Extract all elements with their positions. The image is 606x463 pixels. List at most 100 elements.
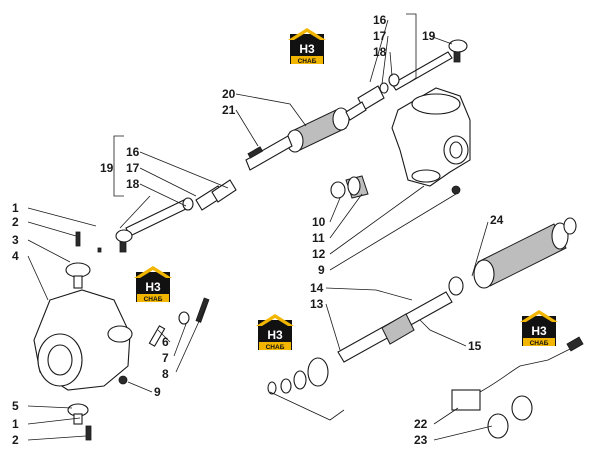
callout-11: 11 <box>312 231 325 245</box>
washer-lower <box>182 197 194 211</box>
callout-22: 22 <box>414 417 428 431</box>
leader-9-right <box>329 193 457 271</box>
logo-mark: H3 <box>145 280 161 294</box>
brand-logo-right: H3 CHAБ <box>520 310 558 347</box>
leader-11 <box>329 193 363 239</box>
washer-7 <box>178 311 190 325</box>
snap-ring-24 <box>448 276 464 296</box>
sensor-connector <box>566 336 584 352</box>
knuckle-left-arm <box>107 325 133 343</box>
callout-5: 5 <box>12 399 19 413</box>
sensor-module <box>451 389 481 411</box>
logo-mark: H3 <box>267 328 283 342</box>
sensor-cable <box>479 347 573 393</box>
knuckle-left-hub-inner <box>47 344 73 376</box>
leader-10 <box>329 197 341 223</box>
callout-16-left: 16 <box>126 145 140 159</box>
snap-ring-right <box>563 217 577 235</box>
bolt-8 <box>195 297 210 323</box>
leader-17-left <box>139 167 197 197</box>
cotter-pin-left <box>97 247 102 253</box>
callout-12: 12 <box>312 247 326 261</box>
brand-logo-top: H3 CHAБ <box>288 28 326 65</box>
hose-clamp-1 <box>487 413 509 439</box>
cv-boot <box>381 313 415 345</box>
logo-band <box>137 294 169 302</box>
inner-joint-lower <box>211 179 237 203</box>
tie-rod-lower-shaft <box>125 199 189 237</box>
brand-logo-center: H3 CHAБ <box>256 314 294 351</box>
logo-sub: CHAБ <box>298 58 317 65</box>
leader-9-left <box>127 381 153 393</box>
leader-20 <box>235 93 307 127</box>
leader-2-bottom <box>27 435 87 441</box>
leader-4 <box>27 255 49 301</box>
callout-15: 15 <box>468 339 482 353</box>
bushing-set <box>330 175 369 199</box>
logo-mark: H3 <box>531 324 547 338</box>
axle-shaft-assembly <box>267 217 577 395</box>
pin-6 <box>148 325 166 347</box>
leader-23 <box>433 425 493 441</box>
knuckle-right-top-flange <box>411 93 461 115</box>
callout-21: 21 <box>222 103 236 117</box>
tie-rod-upper-shaft <box>391 51 453 91</box>
leader-1-bottom <box>27 417 81 425</box>
steering-knuckle-left <box>33 231 210 441</box>
logo-band <box>291 56 323 64</box>
logo-roof-icon <box>134 266 172 278</box>
tie-rod-lower <box>115 179 237 253</box>
steering-knuckle-right <box>391 87 471 195</box>
leader-15 <box>419 319 467 347</box>
logo-mark: H3 <box>299 42 315 56</box>
ball-joint-stud-upper <box>453 51 461 63</box>
logo-band <box>259 342 291 350</box>
bracket-16-18-upper <box>406 13 417 83</box>
leader-18-top <box>389 51 393 77</box>
leader-12 <box>329 185 425 255</box>
leader-24 <box>471 221 489 277</box>
leader-17-top <box>381 35 389 85</box>
leader-13-bottom <box>269 391 345 421</box>
callout-8: 8 <box>162 367 169 381</box>
leader-13 <box>325 303 341 351</box>
callout-9-right: 9 <box>318 263 325 277</box>
leader-2-top <box>27 221 77 237</box>
logo-band <box>523 338 555 346</box>
leader-7 <box>173 323 187 357</box>
axle-housing-front <box>473 259 495 289</box>
leader-16-top <box>369 19 389 83</box>
leader-8 <box>175 305 207 373</box>
retainer-ring <box>293 370 307 390</box>
brand-logo-left: H3 CHAБ <box>134 266 172 303</box>
washer-upper <box>388 73 400 87</box>
leader-16-left <box>139 151 229 189</box>
callout-4: 4 <box>12 249 19 263</box>
knuckle-right-bottom <box>411 169 441 183</box>
leader-19-top <box>429 35 453 45</box>
callout-9-left: 9 <box>154 385 161 399</box>
logo-roof-icon <box>256 314 294 326</box>
callout-24: 24 <box>490 213 504 227</box>
callout-3: 3 <box>12 233 19 247</box>
leader-22 <box>433 407 459 425</box>
logo-sub: CHAБ <box>530 340 549 347</box>
callout-10: 10 <box>312 215 326 229</box>
callout-13: 13 <box>310 297 324 311</box>
callout-7: 7 <box>162 351 169 365</box>
grease-cap-right <box>451 185 461 195</box>
cv-joint-outer <box>307 357 329 387</box>
bolt-upper-left <box>75 231 81 247</box>
mounting-bolt <box>247 146 264 159</box>
callout-14: 14 <box>310 281 324 295</box>
sensor-and-clamps <box>451 336 584 439</box>
callout-18-top: 18 <box>373 45 387 59</box>
hose-clamp-2 <box>511 395 533 421</box>
steering-cylinder <box>245 101 367 171</box>
callout-16-top: 16 <box>373 13 387 27</box>
callout-23: 23 <box>414 433 428 447</box>
cylinder-rod <box>245 135 293 171</box>
leader-18-left <box>139 183 187 207</box>
clamp-ring-upper <box>379 82 389 94</box>
